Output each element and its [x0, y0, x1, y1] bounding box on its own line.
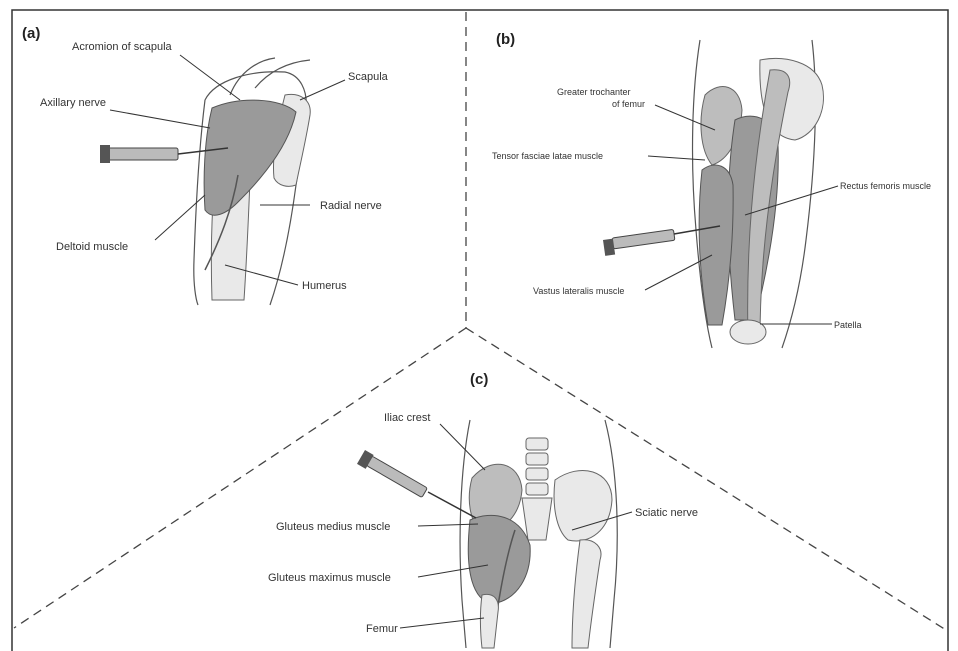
label-iliac-crest: Iliac crest — [384, 412, 430, 424]
label-axillary-nerve: Axillary nerve — [40, 97, 106, 109]
leader-iliac-crest — [440, 424, 485, 470]
neck-line — [230, 58, 275, 95]
label-gluteus-medius: Gluteus medius muscle — [276, 521, 390, 533]
pelvis-right-shape — [554, 470, 612, 540]
leader-axillary — [110, 110, 210, 128]
panel-b-label: (b) — [496, 31, 515, 48]
label-humerus: Humerus — [302, 280, 347, 292]
gluteus-maximus-shape — [468, 515, 530, 604]
label-deltoid: Deltoid muscle — [56, 241, 128, 253]
panel-a: (a) Acromion of scapula Scapula Axillary… — [22, 25, 389, 305]
panel-b: (b) Greater trochanter of femur Tensor f… — [492, 31, 931, 348]
syringe-a-plunger — [100, 145, 110, 163]
syringe-c — [357, 450, 476, 518]
label-acromion: Acromion of scapula — [72, 41, 173, 53]
panel-c-label: (c) — [470, 371, 488, 388]
label-scapula: Scapula — [348, 71, 389, 83]
femur-right-shape — [572, 540, 601, 648]
label-gluteus-maximus: Gluteus maximus muscle — [268, 572, 391, 584]
sartorius-band — [748, 70, 790, 340]
label-tensor: Tensor fasciae latae muscle — [492, 151, 603, 161]
label-vastus: Vastus lateralis muscle — [533, 286, 624, 296]
label-greater-trochanter-1: Greater trochanter — [557, 87, 631, 97]
leader-femur — [400, 618, 484, 628]
vastus-lateralis-shape — [699, 165, 733, 325]
label-rectus: Rectus femoris muscle — [840, 181, 931, 191]
label-femur: Femur — [366, 623, 398, 635]
panel-c: (c) Ili — [268, 371, 698, 648]
syringe-c-barrel — [367, 456, 428, 498]
leader-tensor — [648, 156, 705, 160]
label-greater-trochanter-2: of femur — [612, 99, 645, 109]
label-sciatic-nerve: Sciatic nerve — [635, 507, 698, 519]
leader-deltoid — [155, 195, 205, 240]
leader-scapula — [300, 80, 345, 100]
panel-a-label: (a) — [22, 25, 40, 42]
spine-shape — [522, 438, 552, 540]
label-patella: Patella — [834, 320, 862, 330]
syringe-b-barrel — [612, 229, 675, 249]
label-radial-nerve: Radial nerve — [320, 200, 382, 212]
syringe-a-barrel — [108, 148, 178, 160]
femur-left-shape — [481, 594, 499, 648]
